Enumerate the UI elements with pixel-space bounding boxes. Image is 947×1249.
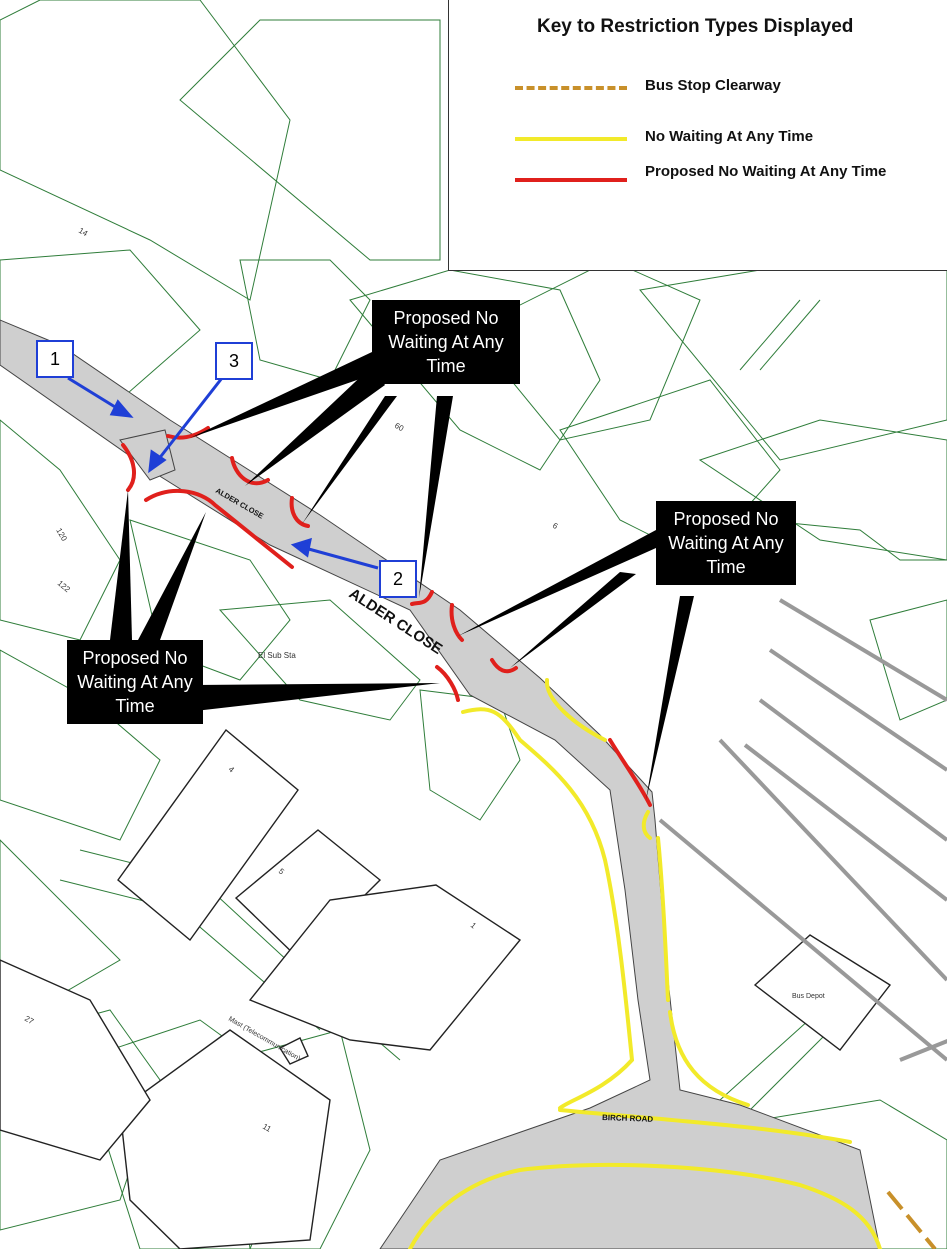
- label-4: 4: [227, 765, 237, 775]
- buildings: [0, 728, 892, 1249]
- hatched-lines: [658, 598, 947, 1062]
- label-el-sub-sta: El Sub Sta: [258, 651, 296, 660]
- label-1: 1: [469, 921, 479, 931]
- label-6: 6: [551, 521, 560, 531]
- legend-swatch-proposed-no-waiting: [515, 178, 627, 182]
- callout-top: Proposed No Waiting At Any Time: [372, 300, 520, 384]
- street-label-birch-road: BIRCH ROAD: [602, 1113, 654, 1124]
- legend-label-no-waiting: No Waiting At Any Time: [645, 128, 814, 145]
- callout-right: Proposed No Waiting At Any Time: [656, 501, 796, 585]
- marker-3: 3: [215, 342, 253, 380]
- legend-key: Key to Restriction Types Displayed Bus S…: [448, 0, 947, 271]
- direction-arrows: [67, 376, 379, 570]
- legend-title: Key to Restriction Types Displayed: [537, 16, 854, 37]
- marker-2: 2: [379, 560, 417, 598]
- proposed-no-waiting-lines: [121, 426, 652, 807]
- bus-stop-clearway: [886, 1190, 937, 1249]
- legend-swatch-no-waiting: [515, 137, 627, 141]
- callout-left: Proposed No Waiting At Any Time: [67, 640, 203, 724]
- legend-swatch-bus-stop-clearway: [515, 86, 627, 90]
- legend-label-bus-stop-clearway: Bus Stop Clearway: [645, 77, 781, 94]
- label-5: 5: [277, 867, 287, 877]
- legend-label-proposed-no-waiting: Proposed No Waiting At Any Time: [645, 163, 887, 180]
- road-network: [0, 319, 881, 1249]
- marker-1: 1: [36, 340, 74, 378]
- no-waiting-lines: [408, 678, 882, 1249]
- label-bus-depot: Bus Depot: [792, 993, 825, 1000]
- callout-pointers: [110, 352, 694, 800]
